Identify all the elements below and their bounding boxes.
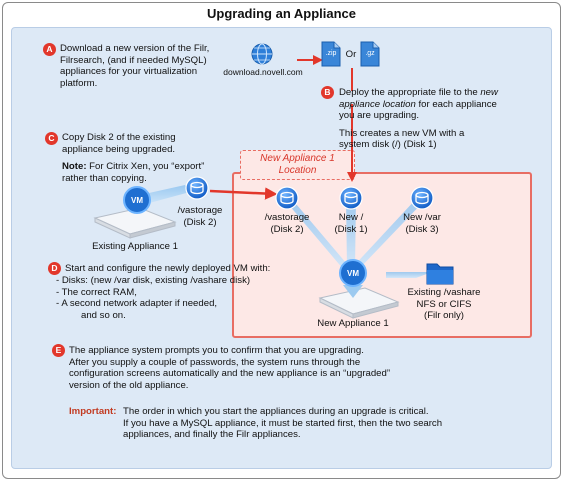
new-appliance-name: New Appliance 1 — [317, 318, 389, 329]
new-disk-vastorage-icon — [275, 186, 299, 210]
new-vm-label: VM — [347, 269, 359, 278]
new-disk-root-label: New / (Disk 1) — [334, 212, 368, 235]
existing-vm-label: VM — [131, 196, 143, 205]
existing-server-icon — [93, 207, 177, 239]
step-d-text: Start and configure the newly deployed V… — [65, 263, 271, 274]
new-server-icon — [318, 285, 400, 319]
existing-appliance-name: Existing Appliance 1 — [92, 241, 178, 252]
diagram-title: Upgrading an Appliance — [206, 6, 357, 21]
new-appliance-location-label: New Appliance 1 Location — [240, 150, 355, 180]
existing-vm-icon — [123, 186, 151, 214]
existing-disk-icon — [185, 176, 209, 200]
step-d-list: - Disks: (new /var disk, existing /vasha… — [56, 275, 251, 321]
step-b-badge: B — [321, 86, 334, 99]
download-url: download.novell.com — [223, 67, 303, 77]
vashare-label: Existing /vashare NFS or CIFS (Filr only… — [407, 287, 481, 321]
step-e-text: The appliance system prompts you to conf… — [69, 345, 391, 391]
new-vm-beams — [283, 198, 432, 278]
copy-disk-arrow — [209, 187, 278, 200]
important-text: The order in which you start the applian… — [123, 406, 443, 440]
zip-file-icon — [321, 41, 341, 67]
new-disk-var-icon — [410, 186, 434, 210]
step-d-badge: D — [48, 262, 61, 275]
important-label: Important: — [69, 406, 117, 417]
gz-file-icon — [360, 41, 380, 67]
step-e-badge: E — [52, 344, 65, 357]
new-disk-root-icon — [339, 186, 363, 210]
step-c-badge: C — [45, 132, 58, 145]
zip-file-label: .zip — [325, 50, 337, 57]
step-a-badge: A — [43, 43, 56, 56]
globe-icon — [251, 43, 273, 65]
step-a-text: Download a new version of the Filr, Filr… — [60, 43, 210, 89]
step-b-text: Deploy the appropriate file to the new a… — [339, 87, 498, 150]
new-disk-vastorage-label: /vastorage (Disk 2) — [264, 212, 310, 235]
step-c-text: Copy Disk 2 of the existing appliance be… — [62, 132, 205, 184]
or-label: Or — [345, 49, 357, 60]
folder-icon — [426, 263, 454, 285]
new-disk-var-label: New /var (Disk 3) — [403, 212, 441, 235]
gz-file-label: .gz — [365, 50, 375, 57]
existing-disk-label: /vastorage (Disk 2) — [177, 205, 223, 228]
new-vm-icon — [339, 259, 367, 287]
